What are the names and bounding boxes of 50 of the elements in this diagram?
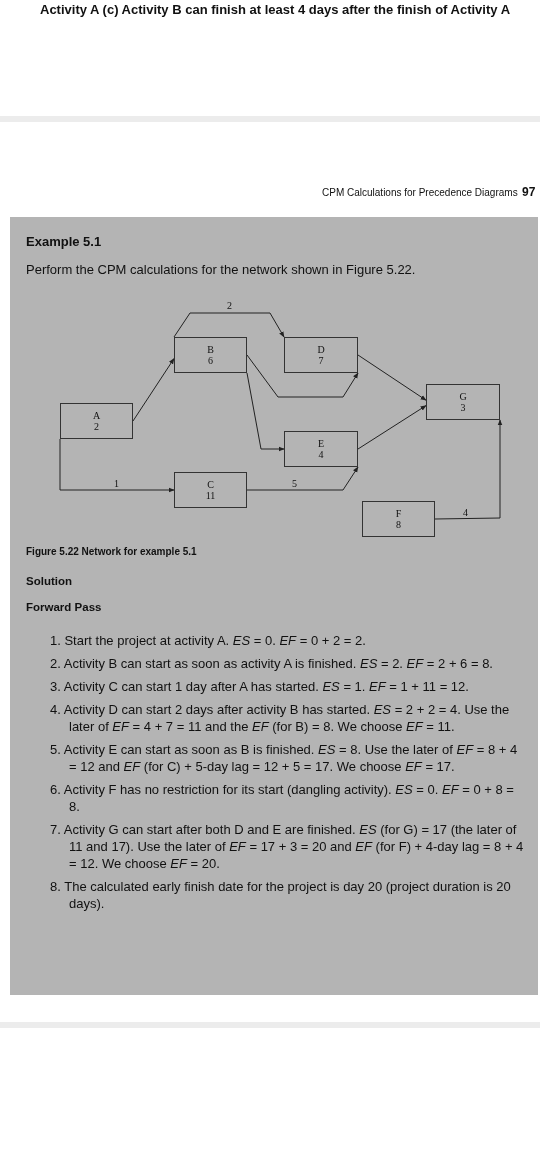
activity-duration: 3: [460, 402, 466, 413]
list-item: 7. Activity G can start after both D and E are finished. ES (for G) = 17 (the later of 11 and 17). Use the later of EF = 17 + 3 = 20 and EF (for F) + 4-day lag = 8 + 4 = 12. We choose EF = 20.: [50, 821, 525, 872]
cut-off-heading: Activity A (c) Activity B can finish at least 4 days after the finish of Activity A: [40, 2, 511, 17]
activity-name: A: [92, 410, 101, 421]
list-item: 2. Activity B can start as soon as activity A is finished. ES = 2. EF = 2 + 6 = 8.: [50, 655, 494, 672]
activity-duration: 8: [396, 519, 401, 530]
example-text: Perform the CPM calculations for the network shown in Figure 5.22.: [26, 262, 416, 277]
arrow: [246, 354, 359, 398]
page-number: 97: [522, 185, 536, 199]
arrow: [357, 405, 427, 450]
list-item: 5. Activity E can start as soon as B is finished. ES = 8. Use the later of EF = 8 + 4 = 12 and EF (for C) + 5-day lag = 12 + 5 = 17. We choose EF = 17.: [50, 741, 519, 775]
list-item: 6. Activity F has no restriction for its start (dangling activity). ES = 0. EF = 0 + 8 = 8.: [50, 781, 515, 815]
activity-name: E: [317, 438, 325, 449]
arrow: [246, 466, 359, 491]
activity-duration: 2: [94, 421, 99, 432]
activity-box: [174, 337, 247, 373]
activity-box: [60, 403, 133, 439]
activity-name: F: [395, 508, 402, 519]
running-header: CPM Calculations for Precedence Diagrams: [322, 187, 518, 198]
arrow: [59, 438, 175, 493]
arrow: [434, 419, 503, 520]
arrow: [173, 312, 285, 338]
section-heading: Solution: [26, 575, 72, 587]
edge-label: 5: [292, 478, 297, 489]
activity-duration: 11: [205, 490, 216, 501]
activity-duration: 7: [318, 355, 324, 366]
edge-label: 4: [463, 507, 468, 518]
activity-box: [426, 384, 500, 420]
activity-duration: 6: [208, 355, 213, 366]
activity-box: [284, 337, 358, 373]
list-item: 8. The calculated early finish date for the project is day 20 (project duration is 20 days).: [50, 878, 512, 912]
example-heading: Example 5.1: [26, 234, 102, 249]
arrow: [132, 358, 175, 422]
activity-name: G: [459, 391, 467, 402]
activity-name: D: [317, 344, 325, 355]
figure-caption: Figure 5.22 Network for example 5.1: [26, 546, 197, 557]
arrow: [246, 372, 285, 452]
activity-box: [174, 472, 247, 508]
list-item: 4. Activity D can start 2 days after activity B has started. ES = 2 + 2 = 4. Use the later of EF = 4 + 7 = 11 and the EF (for B) = 8. We choose EF = 11.: [50, 701, 511, 735]
subsection-heading: Forward Pass: [26, 601, 102, 613]
activity-name: B: [207, 344, 214, 355]
activity-name: C: [207, 479, 214, 490]
activity-box: [284, 431, 358, 467]
list-item: 1. Start the project at activity A. ES = 0. EF = 0 + 2 = 2.: [50, 632, 367, 649]
edge-label: 1: [114, 478, 119, 489]
arrow: [357, 354, 427, 401]
edge-label: 2: [227, 300, 232, 311]
activity-box: [362, 501, 435, 537]
list-item: 3. Activity C can start 1 day after A has started. ES = 1. EF = 1 + 11 = 12.: [50, 678, 470, 695]
activity-duration: 4: [318, 449, 324, 460]
